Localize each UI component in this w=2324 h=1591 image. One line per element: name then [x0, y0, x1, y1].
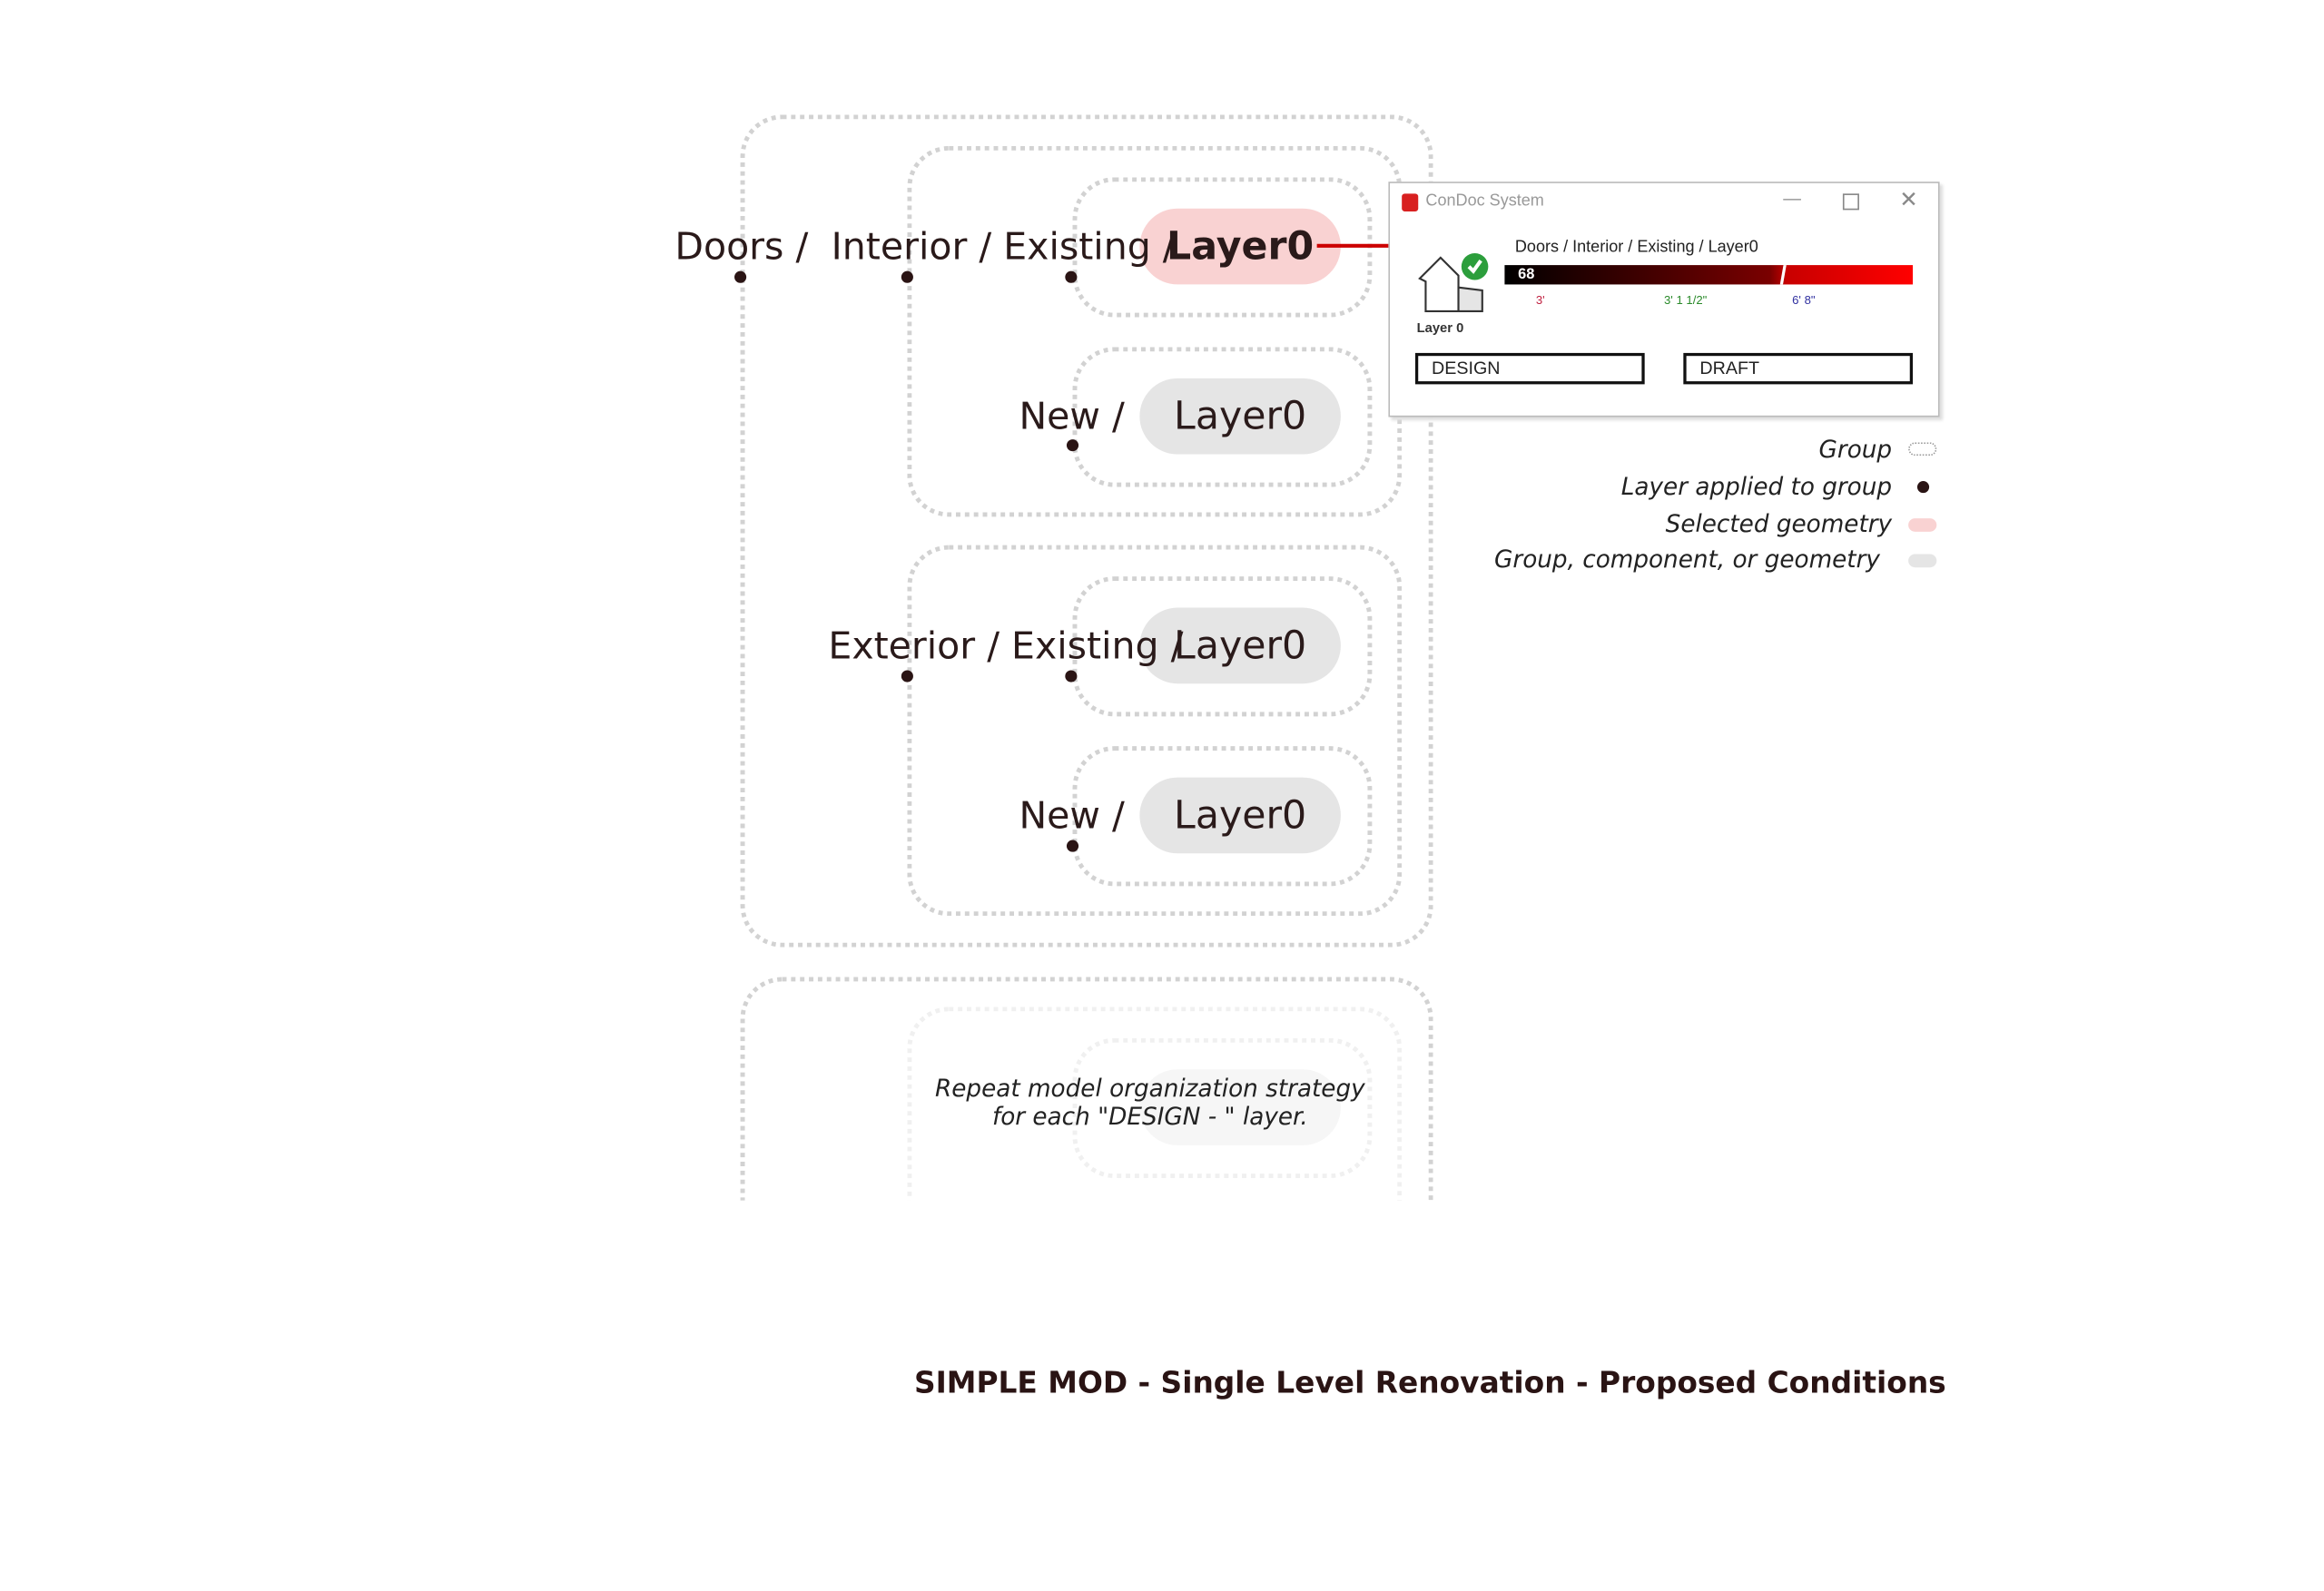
page-title: SIMPLE MOD - Single Level Renovation - P…	[913, 1364, 1946, 1400]
repeat-note-line: for each "DESIGN - " layer.	[991, 1102, 1308, 1131]
minimize-button[interactable]: —	[1783, 187, 1801, 209]
new-label: New /	[1019, 793, 1125, 838]
close-button[interactable]: ✕	[1899, 187, 1918, 213]
group-exterior-new	[1072, 746, 1373, 887]
layer-dot	[734, 270, 747, 283]
group-repeat-inner2	[1072, 1037, 1373, 1179]
draft-button[interactable]: DRAFT	[1683, 352, 1914, 385]
layer-path: Doors / Interior / Existing / Layer0	[1514, 238, 1758, 257]
group-legend-icon	[1908, 442, 1937, 457]
dim-height: 6' 8"	[1792, 293, 1816, 308]
group-exterior	[907, 545, 1403, 917]
layer-dot	[1065, 270, 1078, 283]
dialog-title: ConDoc System	[1425, 192, 1544, 211]
dot-legend-icon	[1916, 481, 1930, 494]
layer0-pill: Layer0	[1139, 378, 1341, 455]
layer-dot	[901, 670, 913, 683]
group-interior-new	[1072, 347, 1373, 487]
sketchup-logo-icon	[1402, 193, 1419, 212]
dim-width: 3'	[1535, 293, 1545, 308]
progress-bar: 68	[1504, 265, 1914, 285]
selected-layer0-pill: Layer0	[1139, 208, 1341, 285]
selected-legend-icon	[1908, 518, 1937, 532]
design-button[interactable]: DESIGN	[1414, 352, 1645, 385]
condoc-dialog: ConDoc System — ✕ Doors / Interior / Exi…	[1388, 182, 1940, 417]
bar-value: 68	[1518, 266, 1535, 283]
doors-label: Doors /	[675, 224, 809, 269]
interior-existing-label: Interior / Existing /	[831, 224, 1176, 269]
legend-selected-label: Selected geometry	[1665, 509, 1893, 538]
layer-name: Layer 0	[1416, 319, 1464, 336]
layer-dot	[901, 270, 913, 283]
faint-pill	[1139, 1069, 1341, 1145]
group-doors	[740, 114, 1433, 948]
layer-dot	[1066, 840, 1079, 852]
geometry-legend-icon	[1908, 554, 1937, 568]
house-icon	[1418, 252, 1489, 313]
legend-layer-label: Layer applied to group	[1620, 472, 1893, 501]
layer-dot	[1065, 670, 1078, 683]
layer0-pill: Layer0	[1139, 777, 1341, 854]
repeat-note: Repeat model organization strategy for e…	[852, 1074, 1448, 1130]
group-exterior-existing	[1072, 576, 1373, 717]
dim-thickness: 3' 1 1/2"	[1663, 293, 1708, 308]
new-label: New /	[1019, 394, 1125, 438]
repeat-note-line: Repeat model organization strategy	[935, 1074, 1365, 1103]
layer-dot	[1066, 439, 1079, 452]
maximize-button[interactable]	[1842, 193, 1859, 211]
layer0-pill: Layer0	[1139, 607, 1341, 684]
exterior-existing-label: Exterior / Existing /	[828, 624, 1184, 668]
legend-geometry-label: Group, component, or geometry	[1494, 545, 1880, 574]
legend-group-label: Group	[1818, 435, 1893, 464]
